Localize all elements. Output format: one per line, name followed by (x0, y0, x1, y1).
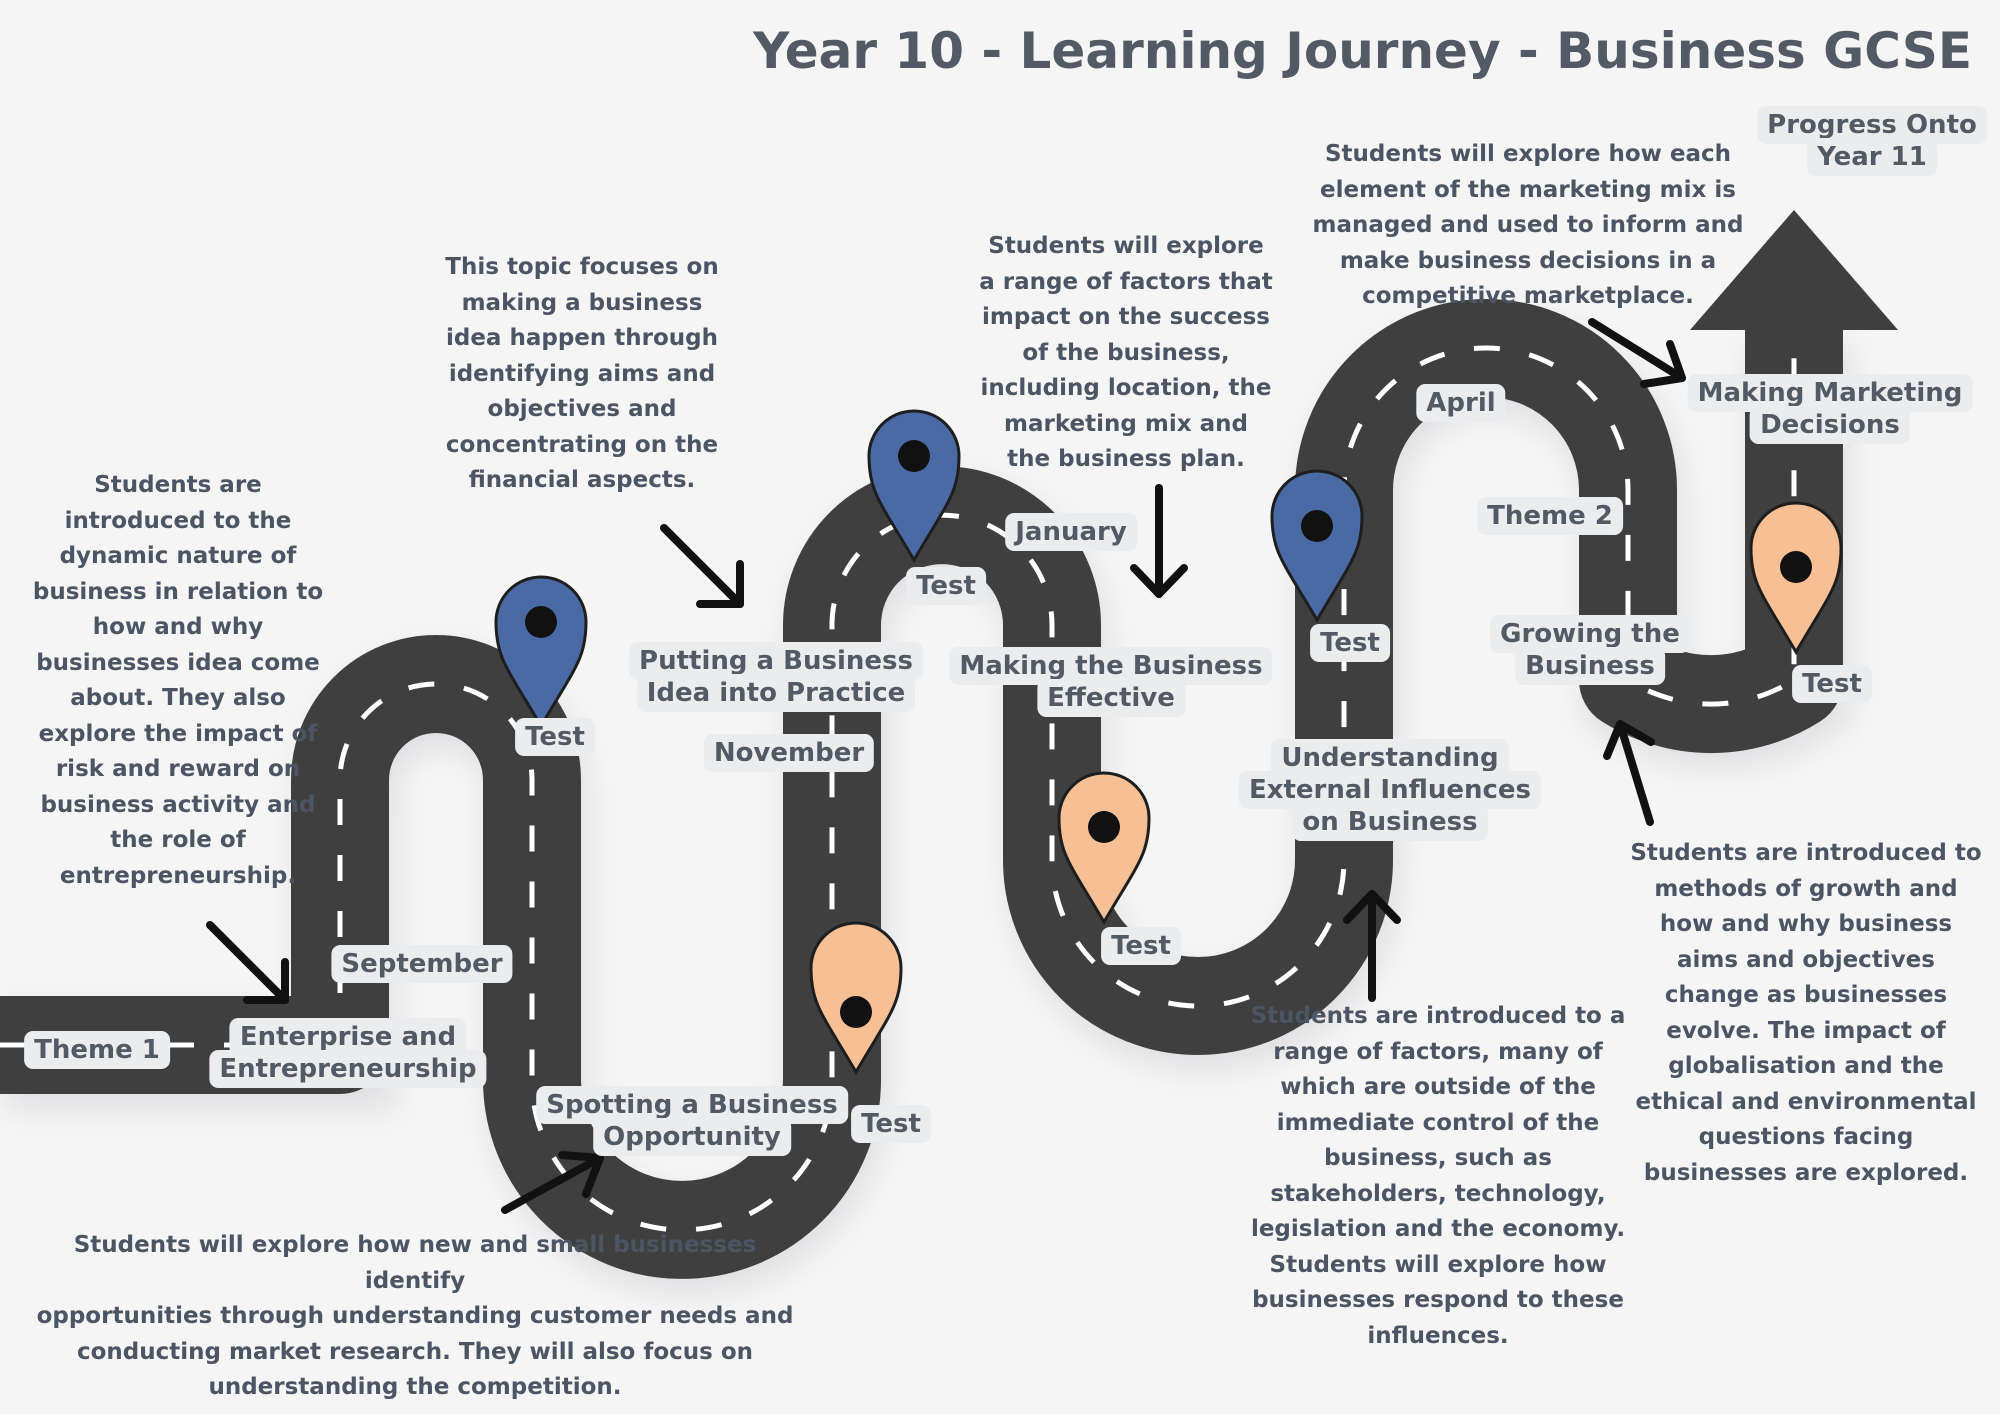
label-september: September (331, 945, 513, 983)
pin-putting-icon (867, 409, 961, 563)
description-marketing: Students will explore how each element o… (1312, 141, 1744, 309)
pin-making-icon (1057, 771, 1151, 925)
label-test: Test (1792, 665, 1872, 703)
arrow-enterprise-icon (206, 921, 289, 1004)
pin-understanding-icon (1270, 469, 1364, 623)
pin-enterprise-icon (494, 575, 588, 729)
arrow-putting-icon (660, 524, 744, 608)
description-understanding: Students are introduced to a range of fa… (1250, 1003, 1626, 1349)
arrow-understanding-icon (1343, 890, 1401, 1002)
label-test: Test (906, 567, 986, 605)
arrow-making-icon (1130, 484, 1188, 598)
arrow-spotting-icon (501, 1151, 604, 1214)
label-january: January (1005, 513, 1137, 551)
label-november: November (703, 734, 875, 772)
pin-spotting-icon (809, 921, 903, 1075)
label-test: Test (1101, 927, 1181, 965)
label-theme-1: Theme 1 (24, 1031, 170, 1069)
label-test: Test (515, 718, 595, 756)
arrow-growing-icon (1603, 720, 1655, 826)
description-making-effective: Students will explore a range of factors… (979, 233, 1273, 472)
description-enterprise: Students are introduced to the dynamic n… (32, 472, 324, 889)
page-title: Year 10 - Learning Journey - Business GC… (753, 22, 1972, 80)
label-theme-2: Theme 2 (1477, 497, 1623, 535)
description-growing: Students are introduced to methods of gr… (1630, 840, 1982, 1186)
description-spotting: Students will explore how new and small … (36, 1232, 794, 1400)
progress-arrowhead (1690, 210, 1898, 330)
road-center-line (0, 340, 1797, 1233)
description-putting: This topic focuses on making a business … (445, 254, 719, 493)
arrow-marketing-icon (1588, 318, 1686, 388)
label-april: April (1416, 384, 1506, 422)
label-test: Test (1310, 624, 1390, 662)
pin-growing-icon (1749, 501, 1843, 655)
label-test: Test (851, 1105, 931, 1143)
